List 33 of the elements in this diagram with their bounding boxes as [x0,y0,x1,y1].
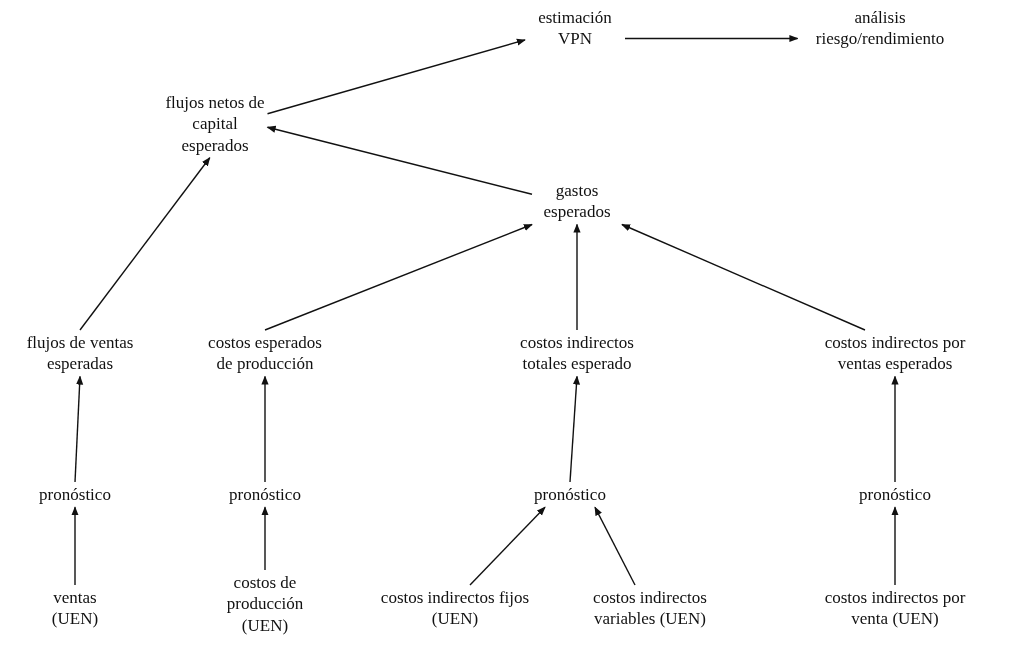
arrow [569,375,581,483]
arrow [261,506,269,571]
node-label: costos indirectos por ventas esperados [820,330,970,377]
arrow [891,375,899,483]
node-label: costos indirectos fijos (UEN) [380,585,530,632]
node-label: costos de producción (UEN) [209,570,321,638]
arrow [74,375,84,483]
arrow [266,38,526,115]
node-label: análisis riesgo/rendimiento [797,5,963,52]
arrow [261,375,269,483]
node-label: costos indirectos variables (UEN) [575,585,725,632]
arrow [71,506,79,586]
arrow [79,157,211,331]
node-label: pronóstico [845,482,945,508]
arrow [266,125,533,195]
node-label: costos esperados de producción [205,330,325,377]
arrow [264,223,533,331]
node-label: estimación VPN [525,5,625,52]
arrow [891,506,899,586]
node-label: costos indirectos por venta (UEN) [820,585,970,632]
arrow [469,506,546,586]
node-label: ventas (UEN) [45,585,105,632]
node-label: pronóstico [520,482,620,508]
arrow [624,34,799,43]
node-label: pronóstico [25,482,125,508]
arrow [573,223,581,331]
node-label: flujos de ventas esperadas [10,330,150,377]
arrow [594,506,636,586]
node-label: costos indirectos totales esperado [502,330,652,377]
node-label: gastos esperados [532,178,622,225]
node-label: pronóstico [215,482,315,508]
node-label: flujos netos de capital esperados [162,90,268,158]
arrow [621,223,866,331]
